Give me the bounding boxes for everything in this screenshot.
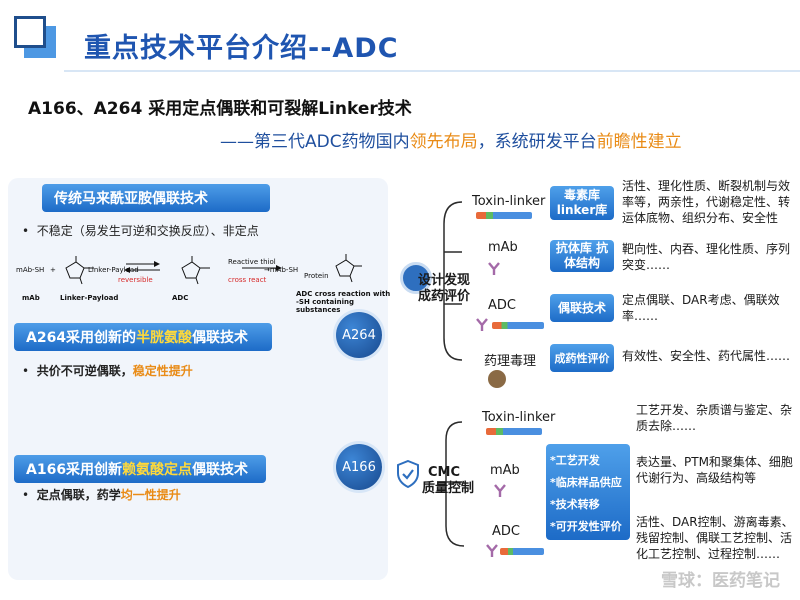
cmc-task-tech-transfer: *技术转移: [550, 498, 600, 511]
cmc-task-process-dev: *工艺开发: [550, 454, 600, 467]
rxn-reactive-thiol: Reactive thiol: [228, 258, 276, 266]
adc-antibody-icon: [476, 318, 488, 331]
cmc-task-developability: *可开发性评价: [550, 520, 622, 533]
desc-pharm-tox: 有效性、安全性、药代属性……: [622, 349, 791, 363]
hub-cmc-line1: CMC: [428, 465, 461, 480]
a264-bullet-highlight: 稳定性提升: [132, 364, 193, 378]
a166-title-pre: A166采用创新: [26, 462, 123, 478]
top-bracket: [443, 201, 463, 361]
a166-bullet-highlight: 均一性提升: [120, 488, 181, 502]
a264-title: A264采用创新的半胱氨酸偶联技术: [14, 323, 272, 351]
logo-square-front: [14, 16, 46, 48]
desc-toxin-linker: 活性、理化性质、断裂机制与效率等，两亲性，代谢稳定性、转运体底物、组织分布、安全…: [622, 179, 791, 225]
a166-title-highlight: 赖氨酸定点: [122, 462, 193, 478]
cmc-desc-toxin-linker: 工艺开发、杂质谱与鉴定、杂质去除……: [636, 403, 793, 433]
traditional-bullet: • 不稳定（易发生可逆和交换反应）、非定点: [22, 222, 259, 239]
maleimide-structure-2: [181, 256, 210, 285]
a166-bullet: • 定点偶联，药学均一性提升: [22, 486, 181, 503]
reaction-svg: [65, 254, 362, 285]
node-adc: ADC: [488, 298, 516, 313]
a264-bullet-text: 共价不可逆偶联，: [36, 364, 133, 378]
cmc-desc-adc: 活性、DAR控制、游离毒素、残留控制、偶联工艺控制、活化工艺控制、过程控制……: [636, 515, 794, 561]
rxn-protein: Protein: [304, 272, 329, 280]
traditional-bullet-text: 不稳定（易发生可逆和交换反应）、非定点: [36, 224, 259, 238]
a166-title: A166采用创新赖氨酸定点偶联技术: [14, 455, 266, 483]
monkey-icon: [488, 370, 506, 388]
a264-title-highlight: 半胱氨酸: [136, 330, 193, 346]
maleimide-structure-3: [335, 254, 362, 283]
tagline: ——第三代ADC药物国内领先布局，系统研发平台前瞻性建立: [220, 127, 682, 152]
a264-bullet: • 共价不可逆偶联，稳定性提升: [22, 362, 193, 379]
desc-adc: 定点偶联、DAR考虑、偶联效率……: [622, 293, 780, 323]
tagline-highlight-2: 前瞻性建立: [596, 132, 682, 152]
bottom-bracket: [445, 421, 465, 547]
rxn-adc: ADC: [172, 294, 189, 302]
toxin-linker-strip: [476, 212, 532, 219]
rxn-cross-react: cross react: [228, 276, 267, 284]
rxn-mab-sh: mAb-SH: [16, 266, 45, 274]
page-title: 重点技术平台介绍--ADC: [84, 33, 399, 64]
cmc-antibody-icon: [494, 484, 506, 497]
cmc-desc-mab: 表达量、PTM和聚集体、细胞代谢行为、高级结构等: [636, 455, 793, 485]
hub-discovery-line2: 成药评价: [418, 289, 471, 304]
header-divider: [64, 70, 800, 72]
rxn-linker-payload: Linker-Payload: [60, 294, 119, 302]
reversible-arrow: [124, 261, 160, 273]
tagline-pre: ——第三代ADC药物国内: [220, 132, 410, 152]
rxn-adc-cross: ADC cross reaction with -SH containing s…: [296, 290, 391, 314]
adc-strip: [492, 322, 544, 329]
hub-discovery-icon: [400, 262, 432, 294]
a264-title-pre: A264采用创新的: [26, 330, 137, 346]
cross-react-arrow: [242, 265, 282, 271]
hub-discovery-line1: 设计发现: [418, 273, 471, 288]
a166-badge: A166: [336, 444, 382, 490]
node-pharm-tox: 药理毒理: [484, 354, 537, 369]
hub-cmc-line2: 质量控制: [422, 481, 475, 496]
rxn-mab-sh-2: →mAb-SH: [264, 266, 299, 274]
left-panel: [8, 178, 388, 580]
watermark: 雪球：医药笔记: [661, 571, 780, 591]
maleimide-structure-1: [65, 256, 94, 285]
rxn-reversible: reversible: [118, 276, 153, 284]
desc-mab: 靶向性、内吞、理化性质、序列突变……: [622, 242, 791, 272]
a264-badge: A264: [336, 312, 382, 358]
cmc-toxin-linker-strip: [486, 428, 542, 435]
rxn-mab: mAb: [22, 294, 40, 302]
hub-discovery-label: 设计发现成药评价: [418, 273, 470, 305]
box-conjugation-tech: 偶联技术: [550, 294, 614, 322]
rxn-plus: +: [50, 266, 56, 274]
antibody-icon: [488, 262, 500, 275]
node-cmc-mab: mAb: [490, 463, 520, 478]
rxn-payload: Linker-Payload: [88, 266, 139, 274]
tagline-mid: ，系统研发平台: [477, 132, 597, 152]
box-druggability: 成药性评价: [550, 344, 614, 372]
box-antibody-library: 抗体库 抗体结构: [550, 240, 614, 272]
cmc-adc-strip: [500, 548, 544, 555]
cmc-tasks-box: *工艺开发 *临床样品供应 *技术转移 *可开发性评价: [546, 444, 630, 540]
node-cmc-toxin-linker: Toxin-linker: [482, 410, 556, 425]
shield-check-icon: [396, 459, 420, 489]
bullet-mark: •: [22, 488, 30, 502]
node-toxin-linker: Toxin-linker: [472, 194, 546, 209]
a166-title-post: 偶联技术: [192, 462, 249, 478]
a264-title-post: 偶联技术: [192, 330, 249, 346]
cmc-task-clinical-supply: *临床样品供应: [550, 476, 622, 489]
tagline-highlight-1: 领先布局: [409, 132, 478, 152]
bullet-mark: •: [22, 364, 30, 378]
cmc-adc-antibody-icon: [486, 544, 498, 557]
bullet-mark: •: [22, 224, 30, 238]
a166-bullet-text: 定点偶联，药学: [36, 488, 121, 502]
box-toxin-library: 毒素库 linker库: [550, 186, 614, 220]
node-mab: mAb: [488, 240, 518, 255]
node-cmc-adc: ADC: [492, 524, 520, 539]
reaction-scheme: [14, 246, 384, 310]
bracket-lines: [443, 201, 465, 547]
page-subtitle: A166、A264 采用定点偶联和可裂解Linker技术: [28, 99, 412, 119]
traditional-tech-title: 传统马来酰亚胺偶联技术: [42, 184, 270, 212]
